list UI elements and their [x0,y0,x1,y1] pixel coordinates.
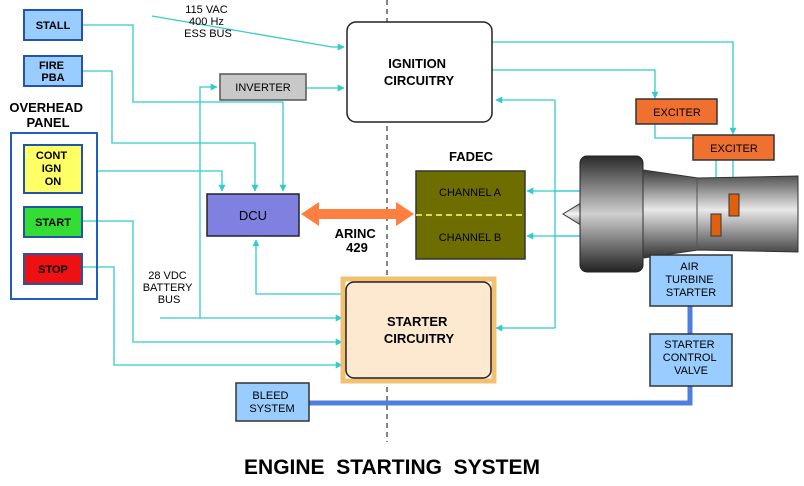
arinc-429-label: ARINC 429 [335,226,380,255]
starter-circuitry-box: STARTER CIRCUITRY [340,276,497,384]
exciter-label-1: EXCITER [653,107,701,119]
cont-ign-on-button[interactable]: CONT IGN ON [23,144,83,194]
start-button[interactable]: START [23,206,83,238]
page-title: ENGINE STARTING SYSTEM [244,456,540,479]
start-label: START [35,217,71,229]
starter-circuitry-label: STARTER CIRCUITRY [384,314,455,346]
starter-control-valve-box: STARTER CONTROL VALVE [649,333,733,387]
stall-box: STALL [23,9,83,41]
ignition-circuitry-label: IGNITION CIRCUITRY [384,56,455,88]
channel-a-label: CHANNEL A [439,187,502,199]
air-turbine-starter-box: AIR TURBINE STARTER [649,254,733,307]
stall-label: STALL [36,20,71,32]
air-turbine-starter-label: AIR TURBINE STARTER [665,261,716,299]
dc-bus-label: 28 VDC BATTERY BUS [143,270,196,306]
overhead-panel [10,132,98,300]
channel-b-label: CHANNEL B [439,232,502,244]
inverter-box: INVERTER [219,73,307,101]
stop-button[interactable]: STOP [23,253,83,285]
exciter-box-2: EXCITER [692,134,775,161]
stop-label: STOP [38,264,68,276]
signal-wires [82,15,737,369]
igniter-2 [728,193,740,217]
exciter-box-1: EXCITER [635,98,718,125]
inverter-label: INVERTER [235,82,290,94]
overhead-panel-label: OVERHEAD PANEL [9,100,86,130]
ac-bus-label: 115 VAC 400 Hz ESS BUS [184,4,232,40]
dcu-label: DCU [239,208,267,223]
fire-pba-box: FIRE PBA [23,55,83,87]
bleed-duct [309,386,693,406]
arinc-429-arrow [301,202,414,226]
dcu-box: DCU [206,193,300,237]
bleed-system-box: BLEED SYSTEM [235,382,310,422]
starter-control-valve-label: STARTER CONTROL VALVE [663,339,719,377]
ignition-circuitry-box: IGNITION CIRCUITRY [346,21,493,123]
exciter-label-2: EXCITER [710,143,758,155]
fadec-box: CHANNEL A CHANNEL B [415,170,526,260]
cont-ign-on-label: CONT IGN ON [36,150,70,188]
fadec-label: FADEC [449,149,494,164]
bleed-system-label: BLEED SYSTEM [249,390,294,415]
fire-pba-label: FIRE PBA [39,60,67,84]
igniter-1 [710,213,722,237]
